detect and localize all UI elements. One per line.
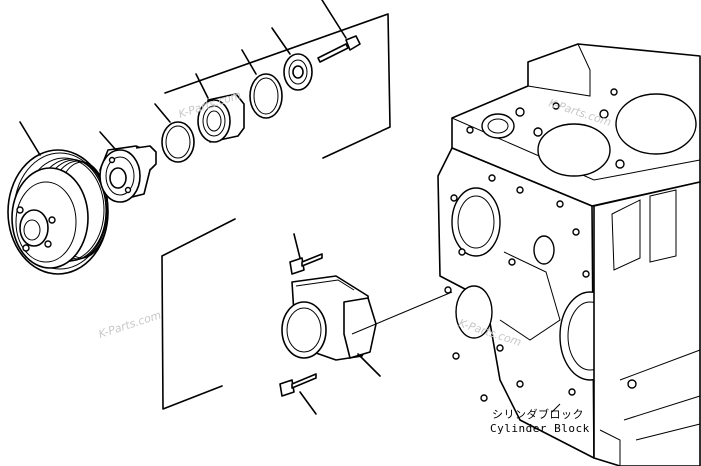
block-label-jp: シリンダブロック: [492, 407, 584, 421]
block-label-en: Cylinder Block: [490, 422, 590, 435]
pulley-hub: [99, 131, 157, 203]
crankshaft-pulley: [7, 121, 109, 275]
assembly-leader-lines: [351, 291, 453, 335]
lower-group-frame: [161, 218, 236, 410]
watermark-2: K-Parts.com: [97, 308, 163, 340]
snap-ring-1: [154, 103, 195, 163]
cylinder-block: [437, 43, 701, 466]
bearing: [195, 73, 245, 143]
bracket-bolt-upper: [289, 233, 323, 275]
bracket-bolt-lower: [279, 373, 317, 415]
upper-bolt: [317, 0, 361, 63]
snap-ring-2: [241, 49, 283, 119]
upper-group-frame: [164, 13, 391, 159]
idler-bracket: [281, 275, 381, 377]
washer: [271, 27, 313, 91]
cylinder-block-label: シリンダブロック Cylinder Block: [490, 403, 590, 435]
